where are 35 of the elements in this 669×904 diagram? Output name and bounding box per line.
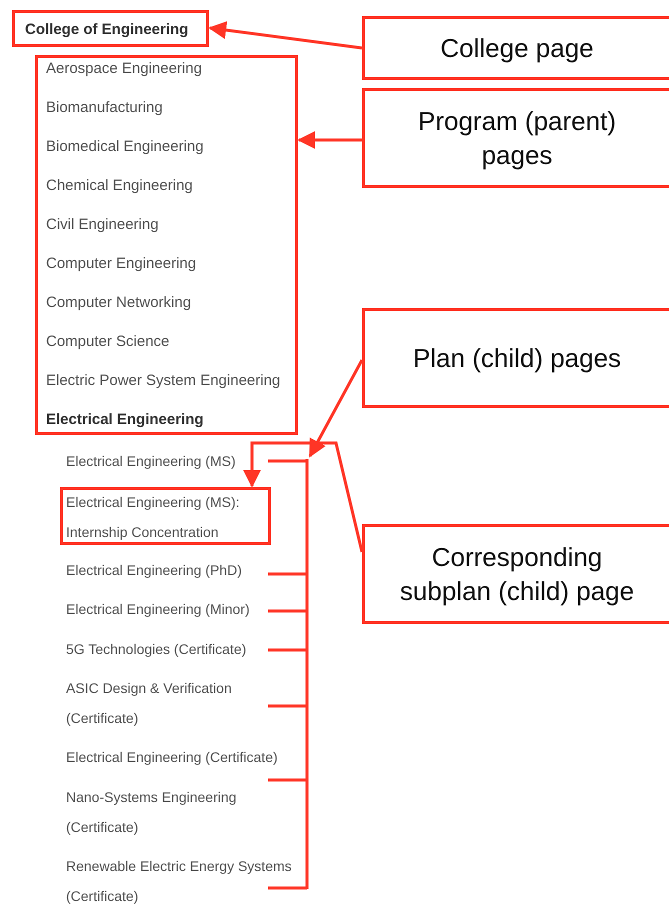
list-item: Chemical Engineering — [46, 177, 193, 194]
list-item: Electrical Engineering — [46, 411, 204, 428]
list-item: Civil Engineering — [46, 216, 159, 233]
callout-text: Plan (child) pages — [412, 342, 622, 375]
list-item: Computer Science — [46, 333, 170, 350]
list-item: Electric Power System Engineering — [46, 372, 280, 389]
list-item: ASIC Design & Verification (Certificate) — [66, 679, 233, 728]
callout-box — [362, 308, 669, 408]
callout-text: Program (parent) pages — [417, 105, 617, 172]
callout-box — [362, 524, 669, 624]
callout-box — [362, 16, 669, 80]
list-item: 5G Technologies (Certificate) — [66, 640, 248, 659]
list-item: Electrical Engineering (MS) — [66, 452, 237, 471]
highlight-box — [60, 487, 271, 545]
list-item: Electrical Engineering (MS): Internship Concentration — [66, 493, 241, 542]
list-item: Electrical Engineering (Certificate) — [66, 748, 279, 767]
callout-text: Corresponding subplan (child) page — [398, 541, 636, 608]
callout-box — [362, 88, 669, 188]
list-item: Biomedical Engineering — [46, 138, 204, 155]
list-item: Computer Engineering — [46, 255, 196, 272]
arrow — [208, 21, 362, 50]
list-item: Nano-Systems Engineering (Certificate) — [66, 788, 238, 837]
highlight-box — [12, 10, 209, 47]
list-item: Electrical Engineering (Minor) — [66, 600, 251, 619]
list-item: Biomanufacturing — [46, 99, 163, 116]
arrow — [297, 131, 362, 149]
highlight-box — [35, 55, 298, 435]
callout-text: College page — [440, 32, 594, 65]
list-item: Aerospace Engineering — [46, 60, 202, 77]
list-item: Electrical Engineering (PhD) — [66, 561, 243, 580]
arrow — [308, 359, 364, 458]
list-item: Computer Networking — [46, 294, 192, 311]
list-item: College of Engineering — [25, 21, 188, 38]
list-item: Renewable Electric Energy Systems (Certificate) — [66, 857, 293, 904]
arrow — [243, 442, 364, 552]
